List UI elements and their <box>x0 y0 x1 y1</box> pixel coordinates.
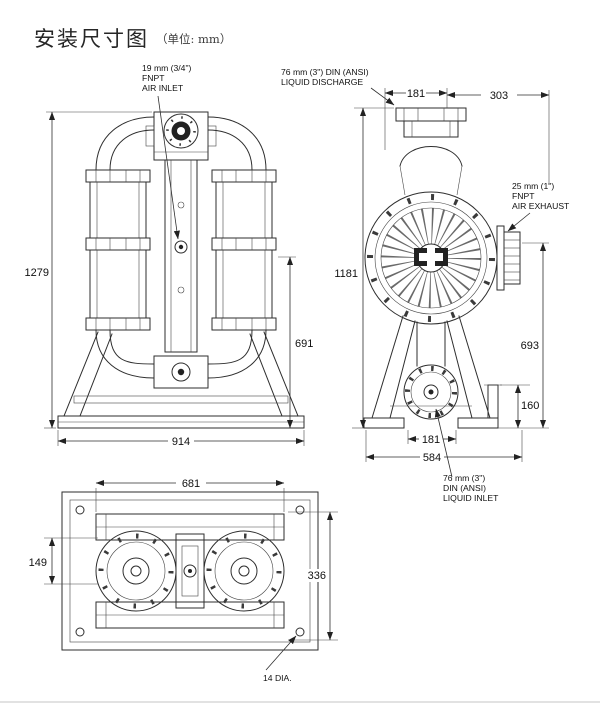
dim-181-bottom-label: 181 <box>422 434 440 446</box>
air-exhaust-label: 25 mm (1") FNPT AIR EXHAUST <box>507 181 570 232</box>
dim-side-exhaust-height: 693 <box>498 242 549 429</box>
air-exhaust-muffler <box>496 225 521 291</box>
air-exhaust-label-line1: 25 mm (1") <box>512 181 554 191</box>
page-title: 安装尺寸图 （单位: mm） <box>34 27 231 51</box>
liquid-discharge-label-line1: 76 mm (3") DIN (ANSI) <box>281 67 369 77</box>
dim-914-label: 914 <box>172 436 190 448</box>
mounting-hole <box>75 505 85 515</box>
dim-top-body-depth: 336 <box>288 511 338 641</box>
liquid-inlet-leader <box>434 408 453 478</box>
air-inlet-label: 19 mm (3/4") FNPT AIR INLET <box>142 63 192 240</box>
dim-front-overall-height: 1279 <box>25 111 152 429</box>
dim-1181-label: 1181 <box>334 268 358 280</box>
liquid-inlet-label: 76 mm (3") DIN (ANSI) LIQUID INLET <box>434 408 499 503</box>
liquid-inlet-label-line1: 76 mm (3") <box>443 473 485 483</box>
title-unit: （单位: mm） <box>156 32 231 46</box>
dim-top-side-offset: 149 <box>29 537 98 585</box>
dim-side-overall-height: 1181 <box>334 107 394 429</box>
inlet-pipe <box>416 321 446 367</box>
dim-681-label: 681 <box>182 478 200 490</box>
left-housing-top <box>95 530 177 612</box>
hole-diameter-label: 14 DIA. <box>263 635 297 683</box>
manifolds-top-view <box>95 513 285 629</box>
dim-1279-label: 1279 <box>25 267 49 279</box>
dim-side-inlet-offset: 181 <box>407 430 457 446</box>
air-inlet-leader <box>157 95 180 240</box>
dim-691-label: 691 <box>295 338 313 350</box>
bottom-manifold <box>153 355 209 389</box>
liquid-discharge-label-line2: LIQUID DISCHARGE <box>281 77 363 87</box>
air-exhaust-label-line2: FNPT <box>512 191 535 201</box>
dim-181-top-label: 181 <box>407 88 425 100</box>
dim-14dia-label: 14 DIA. <box>263 673 292 683</box>
front-view: 1279 691 914 19 mm (3/4") FNPT AIR INLET <box>25 63 314 448</box>
side-view: 181 303 1181 693 160 <box>281 67 570 503</box>
right-housing-top <box>203 530 285 612</box>
hole-diameter-leader <box>265 635 297 671</box>
inlet-flange <box>403 364 459 420</box>
top-piping <box>95 116 267 171</box>
center-block-top <box>175 533 205 609</box>
air-inlet-assembly <box>145 111 217 161</box>
liquid-discharge-leader <box>370 87 395 106</box>
right-chamber <box>211 169 277 331</box>
dim-side-top-depth: 303 <box>446 90 550 185</box>
mounting-hole <box>75 627 85 637</box>
liquid-inlet-label-line3: LIQUID INLET <box>443 493 499 503</box>
dim-front-base-width: 914 <box>57 430 305 448</box>
air-inlet-label-line3: AIR INLET <box>142 83 184 93</box>
dim-top-bolt-width: 681 <box>95 478 285 512</box>
air-inlet-label-line2: FNPT <box>142 73 165 83</box>
pump-housing <box>364 191 498 325</box>
dim-149-label: 149 <box>29 557 47 569</box>
dim-303-label: 303 <box>490 90 508 102</box>
center-clamp <box>414 248 427 266</box>
left-chamber <box>85 169 151 331</box>
dim-side-bracket-height: 160 <box>500 384 539 429</box>
dim-336-label: 336 <box>308 570 326 582</box>
discharge-assembly <box>395 107 467 196</box>
mounting-hole <box>295 627 305 637</box>
front-stand <box>57 331 305 429</box>
dim-693-label: 693 <box>521 340 539 352</box>
liquid-discharge-label: 76 mm (3") DIN (ANSI) LIQUID DISCHARGE <box>281 67 395 106</box>
mounting-hole <box>295 505 305 515</box>
dim-side-top-offset: 181 <box>384 88 448 150</box>
center-column <box>164 159 198 353</box>
dim-160-label: 160 <box>521 400 539 412</box>
liquid-inlet-label-line2: DIN (ANSI) <box>443 483 486 493</box>
air-inlet-label-line1: 19 mm (3/4") <box>142 63 192 73</box>
title-text: 安装尺寸图 <box>34 27 149 51</box>
dim-side-base-depth: 584 <box>365 430 523 464</box>
air-exhaust-label-line3: AIR EXHAUST <box>512 201 570 211</box>
air-exhaust-leader <box>507 212 531 232</box>
top-view: 681 149 336 14 DIA. <box>29 478 338 683</box>
dim-584-label: 584 <box>423 452 441 464</box>
dim-front-manifold-height: 691 <box>278 256 313 429</box>
